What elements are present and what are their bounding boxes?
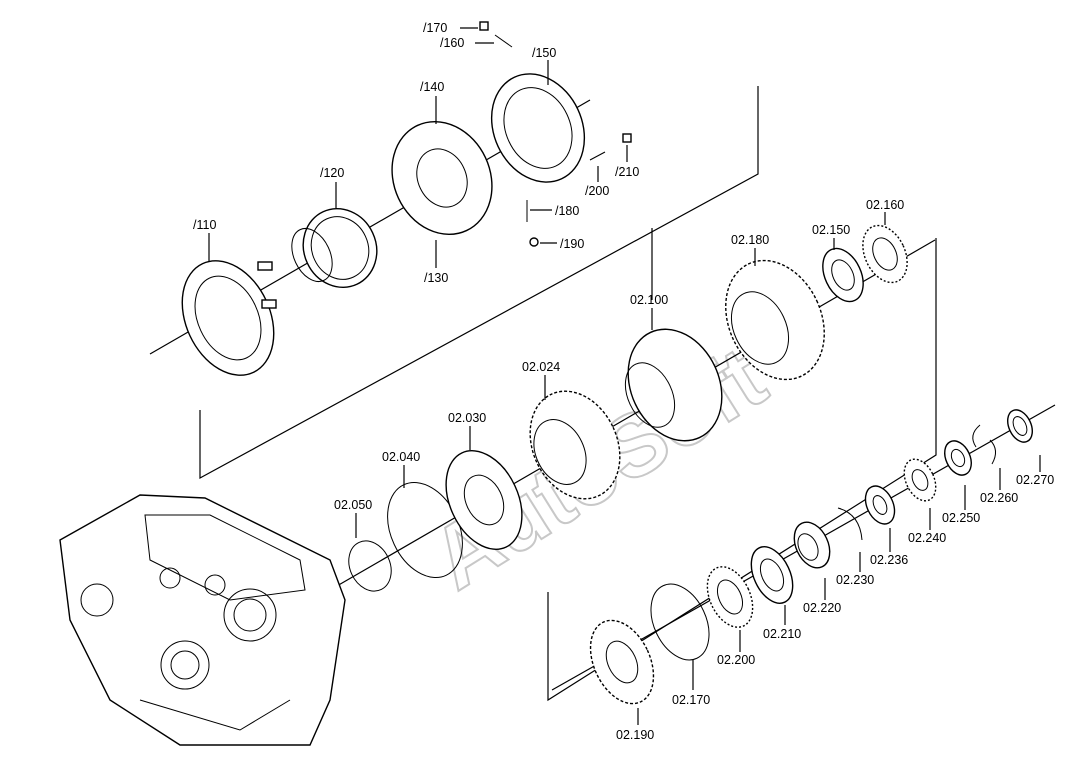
part-100-synchronizer-hub (624, 328, 723, 442)
label-02-180: 02.180 (731, 233, 769, 247)
label-02-250: 02.250 (942, 511, 980, 525)
label-02-170: 02.170 (672, 693, 710, 707)
label-210: /210 (615, 165, 639, 179)
part-small-pins-springs (479, 21, 632, 247)
part-labels: /170 /160 /150 /140 /120 /110 /130 /180 … (193, 21, 1054, 742)
label-02-160: 02.160 (866, 198, 904, 212)
label-150: /150 (532, 46, 556, 60)
part-024-helical-gear (529, 390, 621, 500)
label-200: /200 (585, 184, 609, 198)
label-140: /140 (420, 80, 444, 94)
label-02-270: 02.270 (1016, 473, 1054, 487)
part-180-large-gear (725, 259, 825, 381)
part-220-bearing-race (793, 521, 831, 569)
part-260-half-rings (972, 424, 996, 465)
part-250-washer (944, 440, 972, 476)
part-160-needle-bearing (862, 224, 908, 284)
gearbox-housing (59, 494, 346, 746)
label-02-100: 02.100 (630, 293, 668, 307)
part-120-bearing-cage (291, 207, 378, 289)
part-050-snap-ring (348, 540, 392, 592)
label-110: /110 (193, 218, 216, 232)
label-02-240: 02.240 (908, 531, 946, 545)
leader-lines (208, 27, 1041, 725)
label-02-150: 02.150 (812, 223, 850, 237)
part-030-bearing (445, 450, 523, 550)
label-02-230: 02.230 (836, 573, 874, 587)
part-200-needle-bearing (706, 566, 754, 628)
part-270-ring (1007, 409, 1033, 443)
label-160: /160 (440, 36, 464, 50)
part-190-gear-ring (589, 619, 655, 705)
label-190: /190 (560, 237, 584, 251)
label-02-210: 02.210 (763, 627, 801, 641)
part-140-friction-disc (391, 120, 493, 236)
part-110-carrier-plate (181, 260, 277, 376)
label-02-260: 02.260 (980, 491, 1018, 505)
label-02-050: 02.050 (334, 498, 372, 512)
label-02-190: 02.190 (616, 728, 654, 742)
part-170-snap-ring (650, 583, 710, 661)
label-02-030: 02.030 (448, 411, 486, 425)
label-120: /120 (320, 166, 344, 180)
part-230-circlip (837, 507, 863, 541)
label-02-040: 02.040 (382, 450, 420, 464)
part-236-washer (864, 485, 896, 525)
part-240-needle-bearing (903, 458, 937, 502)
label-180: /180 (555, 204, 579, 218)
label-02-236: 02.236 (870, 553, 908, 567)
part-150-washer (822, 247, 864, 303)
label-170: /170 (423, 21, 447, 35)
label-02-220: 02.220 (803, 601, 841, 615)
part-210-washer (750, 546, 794, 604)
label-02-024: 02.024 (522, 360, 560, 374)
label-02-200: 02.200 (717, 653, 755, 667)
label-130: /130 (424, 271, 448, 285)
part-150-clutch-housing (490, 73, 586, 183)
